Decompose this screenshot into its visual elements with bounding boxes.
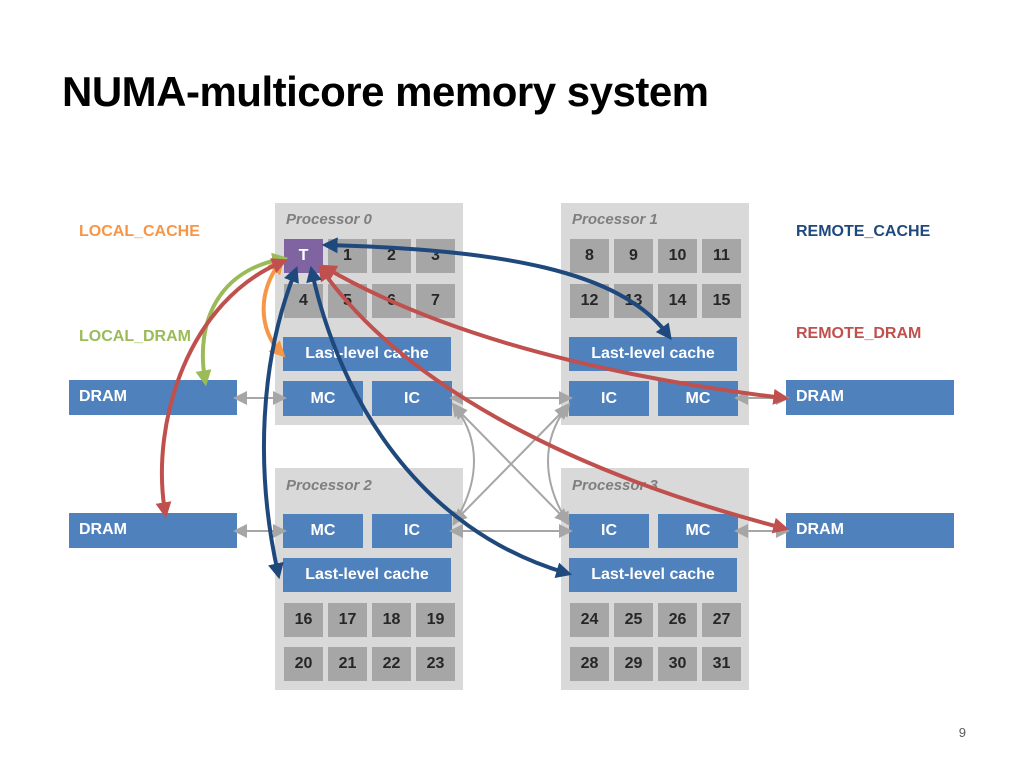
- dram-block[interactable]: DRAM: [786, 513, 954, 548]
- core[interactable]: 27: [702, 603, 741, 637]
- core[interactable]: 24: [570, 603, 609, 637]
- core[interactable]: 21: [328, 647, 367, 681]
- legend-remote-dram: REMOTE_DRAM: [796, 325, 922, 342]
- core[interactable]: 20: [284, 647, 323, 681]
- core[interactable]: 30: [658, 647, 697, 681]
- remote-cache-arrow: [321, 237, 672, 341]
- core[interactable]: 17: [328, 603, 367, 637]
- processor-0-label: Processor 0: [286, 211, 372, 228]
- core[interactable]: 29: [614, 647, 653, 681]
- core[interactable]: 22: [372, 647, 411, 681]
- dram-block[interactable]: DRAM: [786, 380, 954, 415]
- legend-remote-cache: REMOTE_CACHE: [796, 223, 931, 240]
- core[interactable]: 16: [284, 603, 323, 637]
- core[interactable]: 26: [658, 603, 697, 637]
- remote-dram-arrow: [155, 258, 288, 519]
- core[interactable]: 25: [614, 603, 653, 637]
- page-number: 9: [958, 725, 966, 740]
- legend-local-cache: LOCAL_CACHE: [79, 223, 200, 240]
- core[interactable]: 18: [372, 603, 411, 637]
- core[interactable]: 19: [416, 603, 455, 637]
- core[interactable]: 28: [570, 647, 609, 681]
- local-cache-arrow: [261, 258, 286, 358]
- last-level-cache[interactable]: Last-level cache: [569, 558, 737, 592]
- core[interactable]: 31: [702, 647, 741, 681]
- remote-dram-arrow: [320, 264, 790, 405]
- dram-block[interactable]: DRAM: [69, 513, 237, 548]
- core[interactable]: 23: [416, 647, 455, 681]
- remote-cache-arrow: [306, 265, 573, 578]
- processor-1-label: Processor 1: [572, 211, 658, 228]
- page-title: NUMA-multicore memory system: [62, 68, 709, 115]
- remote-cache-arrow: [261, 266, 299, 580]
